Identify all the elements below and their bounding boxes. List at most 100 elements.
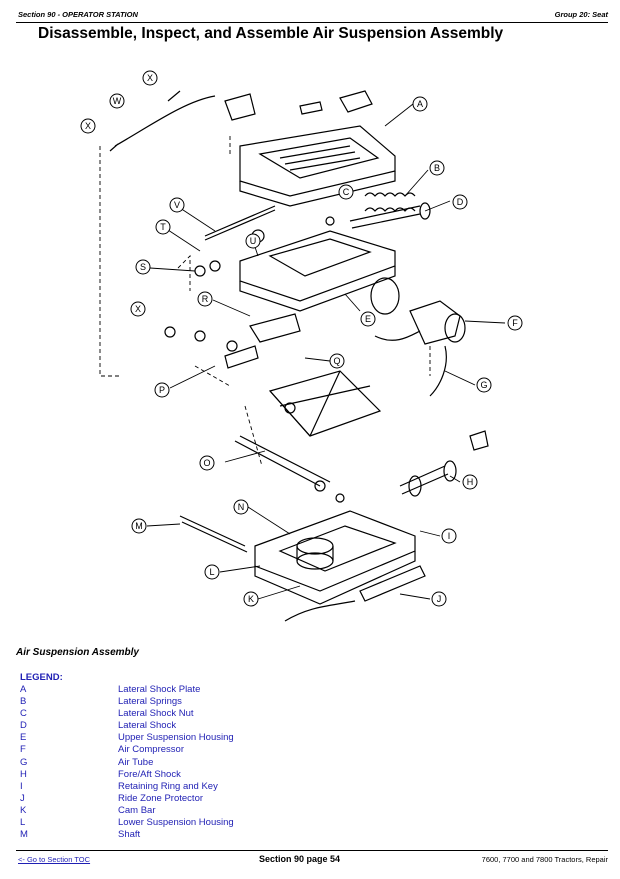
svg-text:C: C (343, 187, 350, 197)
model-label: 7600, 7700 and 7800 Tractors, Repair (481, 855, 608, 864)
legend-text: Air Compressor (118, 744, 184, 756)
svg-text:X: X (85, 121, 91, 131)
svg-text:X: X (135, 304, 141, 314)
legend-item: M Shaft (20, 829, 320, 841)
callout-m: M (131, 518, 147, 534)
page-header: Section 90 - OPERATOR STATION Group 20: … (16, 10, 608, 22)
svg-text:M: M (135, 521, 143, 531)
callout-r: R (197, 291, 213, 307)
svg-text:Q: Q (333, 356, 340, 366)
callout-p: P (154, 382, 170, 398)
callout-o: O (199, 455, 215, 471)
svg-text:S: S (140, 262, 146, 272)
page-title: Disassemble, Inspect, and Assemble Air S… (38, 25, 504, 42)
cable-part (109, 90, 216, 152)
callout-w: W (109, 93, 125, 109)
legend-key: C (20, 708, 27, 720)
svg-text:U: U (250, 236, 257, 246)
legend-text: Air Tube (118, 756, 154, 768)
legend-key: J (20, 792, 25, 804)
page-footer: <- Go to Section TOC Section 90 page 54 … (16, 854, 608, 867)
lower-suspension-housing-part (254, 510, 416, 605)
footer-divider (16, 850, 608, 851)
svg-text:F: F (512, 318, 518, 328)
shaft-part (179, 515, 248, 553)
callout-c: C (338, 184, 354, 200)
section-label: Section 90 - OPERATOR STATION (18, 10, 138, 19)
callout-e: E (360, 311, 376, 327)
legend-key: D (20, 720, 27, 732)
svg-text:B: B (434, 163, 440, 173)
legend-text: Upper Suspension Housing (118, 732, 234, 744)
callout-n: N (233, 499, 249, 515)
legend-item: B Lateral Springs (20, 696, 320, 708)
figure-caption: Air Suspension Assembly (16, 647, 139, 658)
legend-item: J Ride Zone Protector (20, 793, 320, 805)
callout-q: Q (329, 353, 345, 369)
callout-g: G (476, 377, 492, 393)
legend-key: B (20, 696, 27, 708)
legend-heading: LEGEND: (20, 672, 63, 683)
callout-a: A (412, 96, 428, 112)
callout-t: T (155, 219, 171, 235)
svg-text:P: P (159, 385, 165, 395)
legend-text: Lateral Springs (118, 696, 182, 708)
legend-item: K Cam Bar (20, 805, 320, 817)
legend-key: A (20, 684, 27, 695)
svg-text:V: V (174, 200, 180, 210)
legend-text: Retaining Ring and Key (118, 780, 218, 792)
legend-key: F (20, 744, 26, 756)
page-number: Section 90 page 54 (259, 854, 341, 864)
callout-x-2: X (80, 118, 96, 134)
callout-x-1: X (142, 70, 158, 86)
legend-key: E (20, 732, 27, 744)
callout-l: L (204, 564, 220, 580)
svg-text:D: D (457, 197, 464, 207)
legend-item: G Air Tube (20, 757, 320, 769)
group-label: Group 20: Seat (554, 10, 608, 19)
legend-key: H (20, 768, 27, 780)
legend-key: K (20, 804, 27, 816)
callout-h: H (462, 474, 478, 490)
legend-text: Shaft (118, 829, 141, 841)
scissor-frame-part (234, 370, 382, 503)
section-toc-link[interactable]: <- Go to Section TOC (18, 855, 91, 864)
svg-text:L: L (209, 567, 214, 577)
linkage-parts (164, 313, 301, 369)
callout-v: V (169, 197, 185, 213)
fore-aft-shock-part (399, 430, 489, 497)
legend-item: E Upper Suspension Housing (20, 732, 320, 744)
exploded-diagram: X W X A B C D V T U S X R E F Q P G O H … (80, 70, 523, 622)
legend-key: M (20, 829, 28, 841)
svg-text:E: E (365, 314, 371, 324)
svg-text:K: K (248, 594, 254, 604)
callout-f: F (507, 315, 523, 331)
callout-k: K (243, 591, 259, 607)
svg-text:G: G (480, 380, 487, 390)
callout-labels: X W X A B C D V T U S X R E F Q P G O H … (80, 70, 523, 607)
ride-zone-protector-part (359, 565, 426, 602)
svg-text:J: J (437, 594, 442, 604)
callout-j: J (431, 591, 447, 607)
svg-text:I: I (448, 531, 451, 541)
legend-key: L (20, 817, 26, 829)
callout-d: D (452, 194, 468, 210)
svg-text:N: N (238, 502, 245, 512)
legend-key: G (20, 756, 28, 768)
legend-text: Lateral Shock Nut (118, 708, 194, 720)
svg-text:R: R (202, 294, 209, 304)
legend-text: Cam Bar (118, 804, 156, 816)
callout-s: S (135, 259, 151, 275)
legend-item: F Air Compressor (20, 744, 320, 756)
legend-item: C Lateral Shock Nut (20, 708, 320, 720)
rod-part (204, 205, 276, 241)
svg-text:X: X (147, 73, 153, 83)
svg-text:W: W (113, 96, 122, 106)
legend-text: Ride Zone Protector (118, 792, 204, 804)
